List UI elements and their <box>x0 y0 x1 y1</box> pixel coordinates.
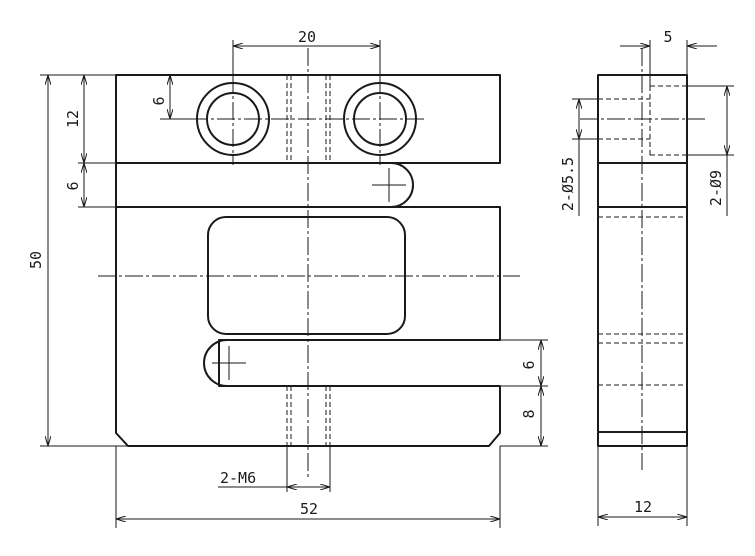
dim-slot-bottom: 6 <box>520 360 538 369</box>
dim-hole-offset: 6 <box>150 96 168 105</box>
side-view <box>580 48 705 470</box>
side-dimensions: 5 2-Ø5.5 2-Ø9 12 <box>559 28 734 526</box>
dim-slot-top: 6 <box>64 181 82 190</box>
front-dimensions: 20 6 12 6 50 6 8 2-M6 <box>27 28 548 528</box>
front-view <box>98 48 520 478</box>
dim-side-offset: 5 <box>663 28 672 46</box>
dim-bottom-height: 8 <box>520 409 538 418</box>
dim-top-height: 12 <box>64 110 82 128</box>
dim-hole-small: 2-Ø5.5 <box>559 157 577 211</box>
dim-top-width: 20 <box>298 28 316 46</box>
dim-total-width: 52 <box>300 500 318 518</box>
dim-hole-large: 2-Ø9 <box>707 170 725 206</box>
dim-thread: 2-M6 <box>220 469 256 487</box>
dim-side-width: 12 <box>634 498 652 516</box>
lower-slot-end <box>203 339 500 387</box>
upper-slot-end <box>116 162 414 208</box>
dim-total-height: 50 <box>27 251 45 269</box>
